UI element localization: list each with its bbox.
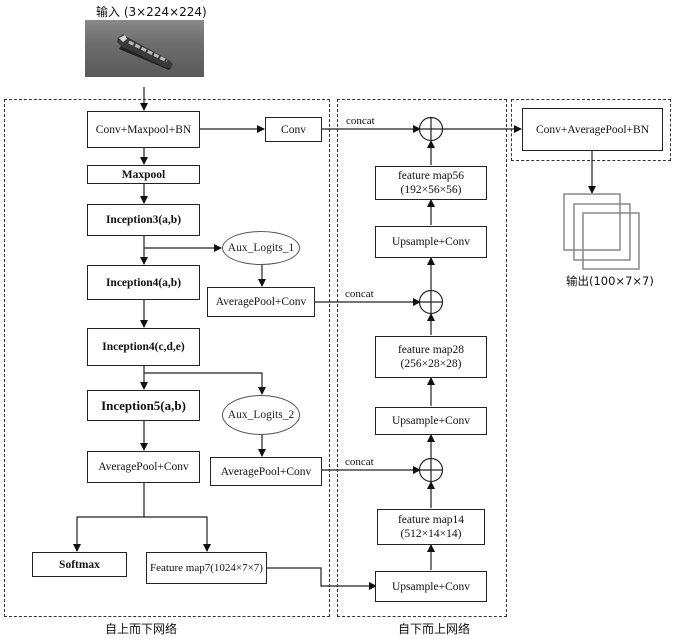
- top-down-network-caption: 自上而下网络: [105, 622, 178, 636]
- input-label: 输入 (3×224×224): [96, 5, 207, 19]
- concat-label-3: concat: [345, 456, 374, 468]
- inception4cde-block: Inception4(c,d,e): [87, 328, 200, 366]
- upsample-conv-block-3: Upsample+Conv: [375, 226, 487, 258]
- top-down-network-group: [4, 99, 330, 617]
- concat-label-1: concat: [346, 115, 375, 127]
- bottom-up-network-group: [337, 99, 507, 617]
- feature-map14-title: feature map14: [397, 514, 465, 526]
- ship-icon: [117, 34, 173, 70]
- feature-map56-title: feature map56: [397, 170, 465, 182]
- aux2-avgpool-conv-block: AveragePool+Conv: [210, 457, 322, 486]
- concat-label-2: concat: [345, 288, 374, 300]
- feature-map7-block: Feature map7(1024×7×7): [146, 552, 267, 584]
- feature-map56-block: feature map56 (192×56×56): [375, 166, 487, 200]
- feature-map14-block: feature map14 (512×14×14): [377, 509, 485, 545]
- conv-avgpool-bn-head-block: Conv+AveragePool+BN: [522, 108, 663, 151]
- output-feature-maps-icon: [563, 193, 640, 270]
- feature-map28-title: feature map28: [397, 344, 465, 356]
- inception5-block: Inception5(a,b): [87, 390, 200, 421]
- feature-map14-shape: (512×14×14): [400, 528, 462, 540]
- avgpool-conv-main-block: AveragePool+Conv: [87, 451, 200, 483]
- feature-map28-shape: (256×28×28): [400, 358, 462, 370]
- head-group: [511, 99, 671, 161]
- conv-maxpool-bn-block: Conv+Maxpool+BN: [87, 111, 200, 148]
- maxpool-block: Maxpool: [87, 165, 200, 184]
- softmax-block: Softmax: [32, 552, 127, 577]
- feature-map28-block: feature map28 (256×28×28): [375, 336, 487, 378]
- inception3-block: Inception3(a,b): [87, 204, 200, 236]
- output-label: 输出(100×7×7): [566, 274, 654, 288]
- aux1-avgpool-conv-block: AveragePool+Conv: [207, 287, 315, 317]
- bottom-up-network-caption: 自下而上网络: [398, 622, 471, 636]
- upsample-conv-block-1: Upsample+Conv: [375, 571, 487, 602]
- aux-logits-2-node: Aux_Logits_2: [222, 395, 300, 435]
- input-ship-image: [85, 20, 204, 77]
- conv-side-block: Conv: [265, 117, 322, 142]
- aux-logits-1-node: Aux_Logits_1: [222, 231, 300, 265]
- feature-map56-shape: (192×56×56): [400, 184, 462, 196]
- upsample-conv-block-2: Upsample+Conv: [375, 407, 487, 435]
- inception4ab-block: Inception4(a,b): [87, 265, 200, 300]
